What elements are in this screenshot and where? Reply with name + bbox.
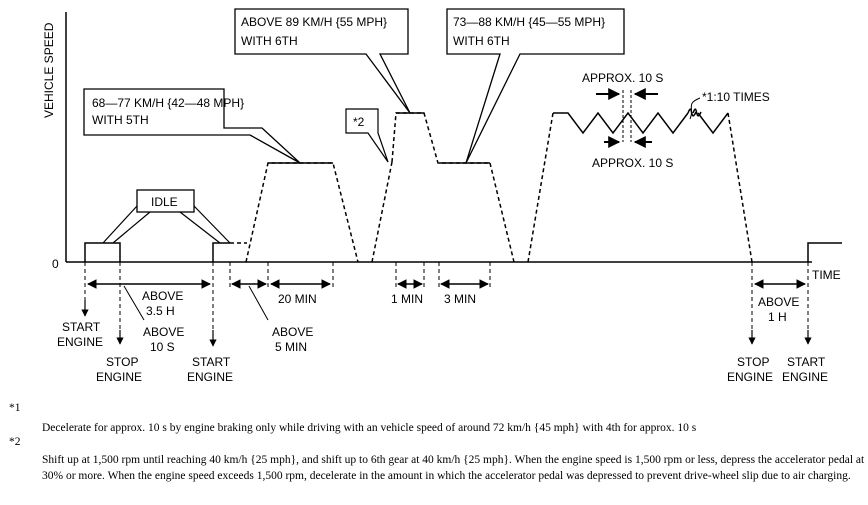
times-label: *1:10 TIMES xyxy=(702,90,770,104)
stop-engine-2-line2: ENGINE xyxy=(727,370,773,384)
fifth-gear-callout: 68—77 KM/H {42—48 MPH} WITH 5TH xyxy=(83,88,301,164)
above-10s-leader xyxy=(123,285,145,321)
above-89-callout: ABOVE 89 KM/H {55 MPH} WITH 6TH xyxy=(234,8,411,114)
idle-label: IDLE xyxy=(151,195,178,209)
twenty-min-label: 20 MIN xyxy=(278,292,317,306)
above-5min-line2: 5 MIN xyxy=(275,340,307,354)
above-89-line2: WITH 6TH xyxy=(241,34,298,48)
above-5min-leader xyxy=(248,285,269,321)
sixth-gear-line2: WITH 6TH xyxy=(453,34,510,48)
above-3-5h-line1: ABOVE xyxy=(142,289,183,303)
note2-text: Shift up at 1,500 rpm until reaching 40 … xyxy=(42,454,865,482)
start-engine-1-line2: ENGINE xyxy=(57,335,103,349)
above-3-5h-line2: 3.5 H xyxy=(146,304,175,318)
origin-label: 0 xyxy=(52,257,59,271)
above-89-line1: ABOVE 89 KM/H {55 MPH} xyxy=(241,15,387,29)
approx-10s-top: APPROX. 10 S xyxy=(582,71,663,85)
start-engine-1-line1: START xyxy=(62,320,101,334)
above-10s-line1: ABOVE xyxy=(143,325,184,339)
start-engine-3-line2: ENGINE xyxy=(782,370,828,384)
x-axis-label: TIME xyxy=(812,268,841,282)
fifth-gear-line1: 68—77 KM/H {42—48 MPH} xyxy=(92,96,244,110)
one-min-label: 1 MIN xyxy=(391,292,423,306)
sixth-gear-callout: 73—88 KM/H {45—55 MPH} WITH 6TH xyxy=(446,8,625,164)
stop-engine-2-line1: STOP xyxy=(737,355,769,369)
above-5min-line1: ABOVE xyxy=(272,325,313,339)
times-leader xyxy=(689,97,701,120)
sixth-gear-line1: 73—88 KM/H {45—55 MPH} xyxy=(453,15,605,29)
fifth-gear-line2: WITH 5TH xyxy=(92,113,149,127)
y-axis-label: VEHICLE SPEED xyxy=(42,22,56,118)
note1-text: Decelerate for approx. 10 s by engine br… xyxy=(42,422,697,434)
start-engine-3-line1: START xyxy=(787,355,826,369)
above-1h-line2: 1 H xyxy=(768,310,787,324)
stop-engine-1-line2: ENGINE xyxy=(96,370,142,384)
note2-callout: *2 xyxy=(345,108,389,163)
above-1h-line1: ABOVE xyxy=(758,295,799,309)
note1-mark: *1 xyxy=(9,402,21,414)
note2-mark: *2 xyxy=(9,436,21,448)
idle-callout: IDLE xyxy=(102,189,231,244)
vehicle-speed-diagram: VEHICLE SPEED 0 TIME APPROX. 10 S APPROX… xyxy=(42,8,842,384)
stop-engine-1-line1: STOP xyxy=(106,355,138,369)
start-engine-2-line2: ENGINE xyxy=(187,370,233,384)
note2-ref: *2 xyxy=(353,115,365,129)
three-min-label: 3 MIN xyxy=(444,292,476,306)
start-engine-2-line1: START xyxy=(192,355,231,369)
above-10s-line2: 10 S xyxy=(150,340,175,354)
approx-10s-bottom: APPROX. 10 S xyxy=(592,156,673,170)
